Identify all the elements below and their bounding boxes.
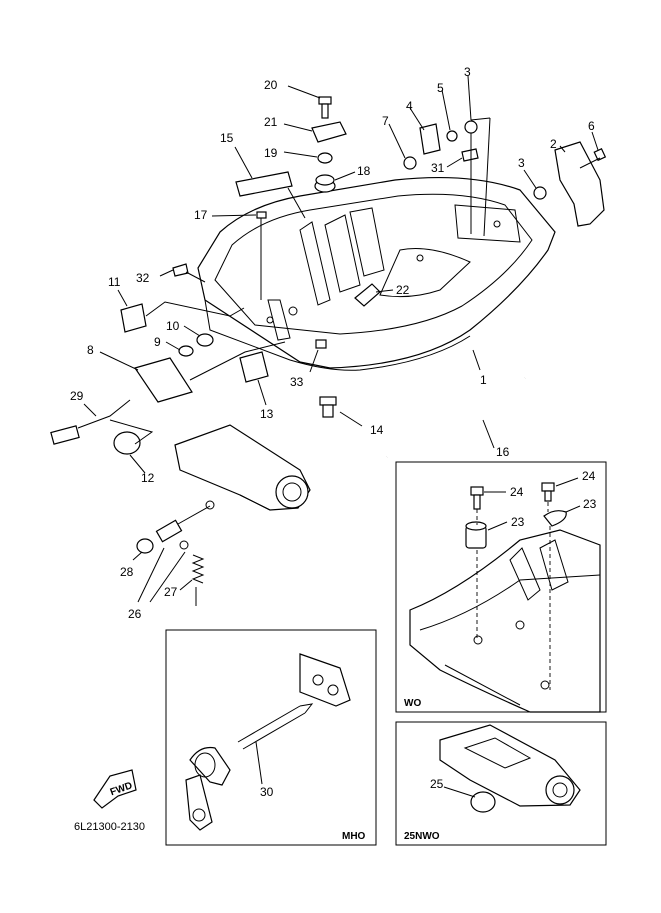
callout-10: 10 xyxy=(166,319,180,333)
callout-28: 28 xyxy=(120,565,134,579)
grommet-13 xyxy=(239,351,269,383)
lever-2 xyxy=(554,141,605,227)
callout-11: 11 xyxy=(108,275,121,289)
cable-26 xyxy=(155,500,215,543)
callout-18: 18 xyxy=(357,164,371,178)
callout-27: 27 xyxy=(164,585,178,599)
callout-12: 12 xyxy=(141,471,155,485)
plate-21 xyxy=(311,121,347,143)
leader-lines xyxy=(83,75,599,603)
callout-7: 7 xyxy=(382,114,389,128)
callout-3b: 3 xyxy=(518,156,525,170)
bolt-24a xyxy=(470,486,484,496)
washer-9 xyxy=(178,345,194,357)
callout-23a: 23 xyxy=(511,515,525,529)
callout-25: 25 xyxy=(430,777,444,791)
callout-26: 26 xyxy=(128,607,142,621)
grommet-19 xyxy=(317,152,333,164)
inset-label-25nwo: 25NWO xyxy=(404,831,440,842)
bottom-cowling xyxy=(197,176,556,371)
callout-5: 5 xyxy=(437,81,444,95)
cap-11 xyxy=(120,303,147,333)
callout-15: 15 xyxy=(220,131,234,145)
diagram-code: 6L21300-2130 xyxy=(74,821,145,833)
sticker-31 xyxy=(461,148,479,162)
inset-25nwo: 25 25NWO xyxy=(395,721,607,846)
callout-21: 21 xyxy=(264,115,278,129)
washer-5 xyxy=(446,130,458,142)
rod-16-inner xyxy=(386,376,526,459)
spring-27 xyxy=(179,540,205,606)
bolt-24b xyxy=(541,482,555,492)
callout-19: 19 xyxy=(264,146,278,160)
cap-28 xyxy=(136,538,154,554)
callout-32: 32 xyxy=(136,271,150,285)
callout-22: 22 xyxy=(396,283,410,297)
plate-8 xyxy=(134,357,193,403)
fwd-arrow: FWD xyxy=(93,769,137,809)
callout-3a: 3 xyxy=(464,65,471,79)
callout-17: 17 xyxy=(194,208,208,222)
tag-32 xyxy=(172,263,189,277)
grommet-3b xyxy=(533,186,547,200)
callout-24b: 24 xyxy=(582,469,596,483)
drain-14 xyxy=(319,396,337,418)
plug-25 xyxy=(470,791,496,813)
callout-2: 2 xyxy=(550,137,557,151)
callout-20: 20 xyxy=(264,78,278,92)
callout-31: 31 xyxy=(431,161,445,175)
callout-29: 29 xyxy=(70,389,84,403)
bolt-20 xyxy=(318,96,332,119)
callout-30: 30 xyxy=(260,785,274,799)
plate-23b xyxy=(543,510,567,527)
inset-label-mho: MHO xyxy=(342,831,366,842)
screw-17 xyxy=(256,211,267,226)
callout-23b: 23 xyxy=(583,497,597,511)
callout-4: 4 xyxy=(406,99,413,113)
bracket-4 xyxy=(419,123,441,155)
callout-6: 6 xyxy=(588,119,595,133)
grommet-3a xyxy=(464,120,478,134)
callout-13: 13 xyxy=(260,407,274,421)
bracket-15 xyxy=(235,171,293,197)
inset-wo: 24 23 24 23 WO xyxy=(395,461,607,713)
callout-14: 14 xyxy=(370,423,384,437)
bolt-6 xyxy=(579,147,607,169)
sensor-29 xyxy=(50,399,131,445)
inset-mho: 30 MHO xyxy=(165,629,377,846)
nut-7 xyxy=(403,156,417,170)
grommet-18 xyxy=(314,174,336,193)
plug-12 xyxy=(113,431,141,455)
callout-33: 33 xyxy=(290,375,304,389)
callout-9: 9 xyxy=(154,335,161,349)
shift-lever-assembly xyxy=(174,424,311,511)
inset-label-wo: WO xyxy=(404,698,421,709)
grommet-10 xyxy=(196,333,214,347)
callout-16: 16 xyxy=(496,445,510,459)
callout-8: 8 xyxy=(87,343,94,357)
fitting-33 xyxy=(315,339,327,349)
callout-labels: 20 21 19 18 15 17 7 4 5 3 31 2 6 3 32 11… xyxy=(70,65,595,621)
callout-1: 1 xyxy=(480,373,487,387)
callout-24a: 24 xyxy=(510,485,524,499)
